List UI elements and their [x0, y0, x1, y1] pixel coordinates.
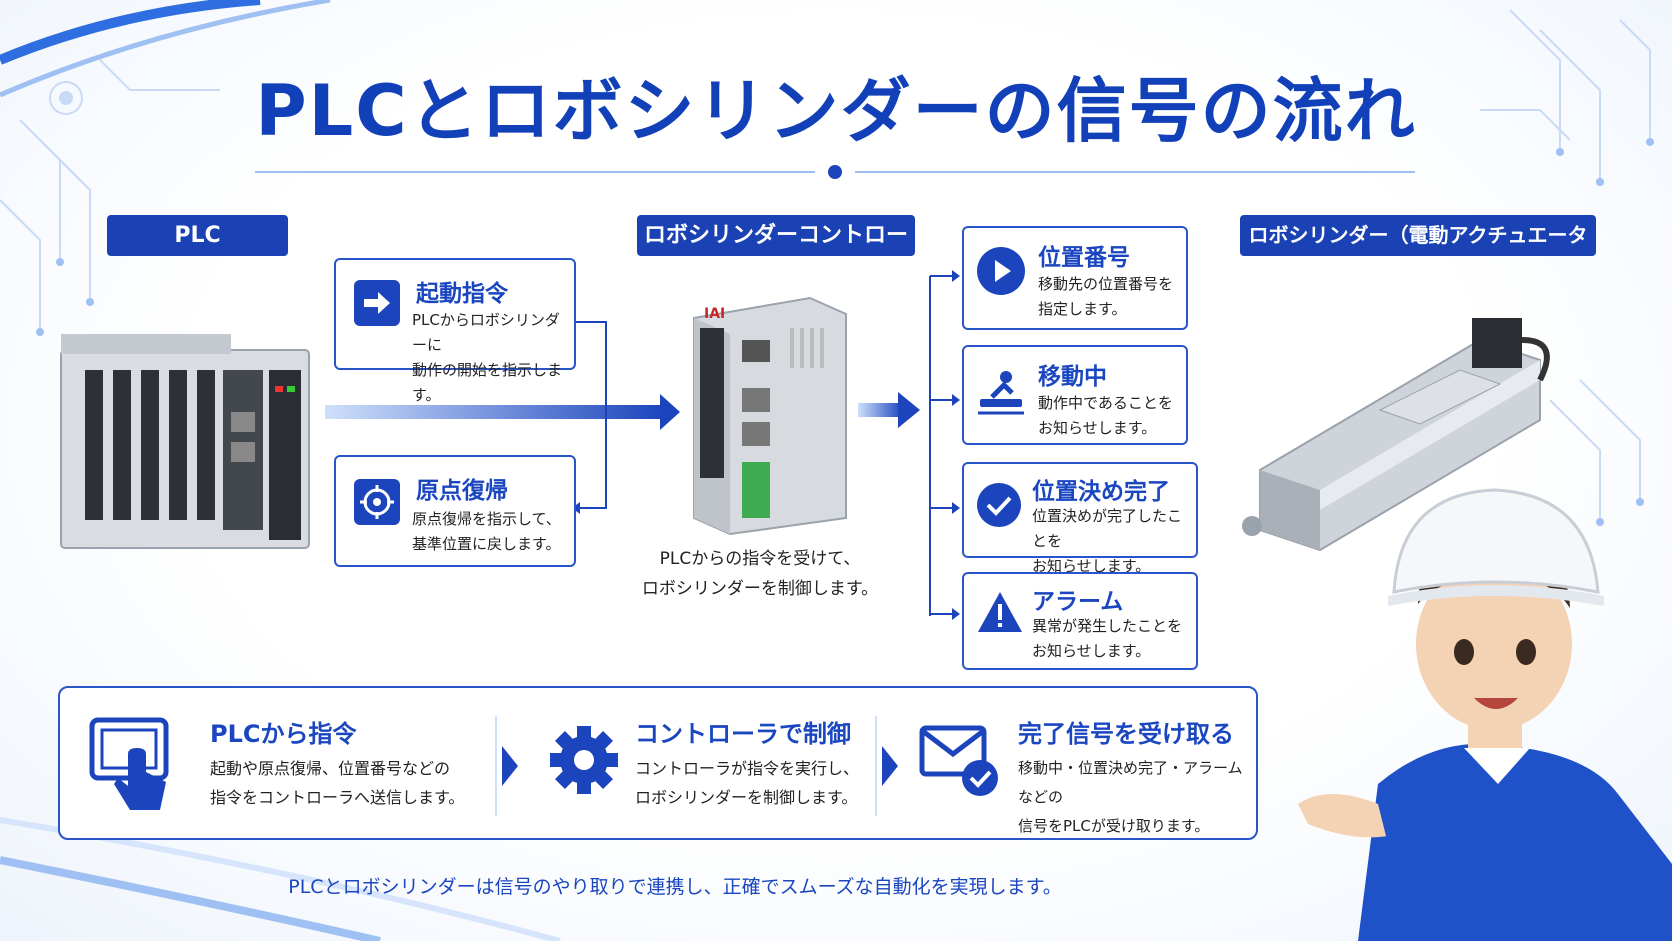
command-card-start: 起動指令 PLCからロボシリンダーに動作の開始を指示します。 [334, 258, 576, 404]
command-title: 原点復帰 [416, 478, 508, 504]
touch-screen-icon [89, 717, 169, 810]
arrow-right-icon [354, 280, 400, 326]
step-divider-arrow [495, 716, 518, 816]
step-desc: コントローラが指令を実行し、ロボシリンダーを制御します。 [635, 759, 860, 807]
worker-character-image [1298, 488, 1672, 941]
mail-check-icon [919, 725, 998, 796]
signal-desc: 移動先の位置番号を指定します。 [1038, 275, 1174, 318]
step-divider-arrow [875, 716, 898, 816]
moving-icon [978, 371, 1024, 415]
gear-icon [550, 726, 618, 794]
step-title: 完了信号を受け取る [1018, 720, 1234, 748]
command-desc: 原点復帰を指示して、基準位置に戻します。 [412, 510, 561, 553]
command-card-home: 原点復帰 原点復帰を指示して、基準位置に戻します。 [334, 455, 576, 567]
signal-desc: 動作中であることをお知らせします。 [1038, 394, 1173, 437]
step-desc: 起動や原点復帰、位置番号などの指令をコントローラへ送信します。 [210, 759, 465, 807]
signal-card-position: 位置番号 移動先の位置番号を指定します。 [962, 226, 1188, 330]
step-title: コントローラで制御 [635, 720, 851, 748]
command-title: 起動指令 [416, 281, 508, 307]
controller-brand-text: IAI [704, 306, 725, 322]
plc-label: PLC [107, 215, 288, 256]
page-title: PLCとロボシリンダーの信号の流れ [255, 70, 1417, 152]
footer-message: PLCとロボシリンダーは信号のやり取りで連携し、正確でスムーズな自動化を実現しま… [288, 876, 1062, 898]
controller-note: PLCからの指令を受けて、ロボシリンダーを制御します。 [641, 549, 879, 599]
step-desc: 移動中・位置決め完了・アラームなどの信号をPLCが受け取ります。 [1018, 759, 1243, 835]
play-icon [977, 247, 1025, 295]
crosshair-icon [354, 479, 400, 525]
signal-title: 位置番号 [1038, 245, 1130, 271]
controller-device-image: IAI [693, 296, 847, 536]
summary-panel: PLCから指令 起動や原点復帰、位置番号などの指令をコントローラへ送信します。 … [58, 686, 1258, 840]
signal-title: 位置決め完了 [1032, 479, 1170, 505]
signal-title: 移動中 [1038, 364, 1107, 390]
title-divider [255, 165, 1415, 179]
actuator-device-image [1242, 318, 1550, 552]
signal-desc: 位置決めが完了したことをお知らせします。 [1032, 507, 1183, 575]
controller-label: ロボシリンダーコントローラ [637, 215, 915, 289]
signal-card-complete: 位置決め完了 位置決めが完了したことをお知らせします。 [962, 462, 1198, 575]
signal-card-alarm: アラーム 異常が発生したことをお知らせします。 [962, 572, 1198, 670]
step-title: PLCから指令 [210, 720, 357, 748]
signal-card-moving: 移動中 動作中であることをお知らせします。 [962, 345, 1188, 445]
actuator-label: ロボシリンダー（電動アクチュエーター） [1240, 215, 1596, 288]
check-icon [977, 483, 1021, 527]
signal-desc: 異常が発生したことをお知らせします。 [1032, 617, 1183, 660]
plc-device-image [60, 334, 310, 549]
command-desc: PLCからロボシリンダーに動作の開始を指示します。 [412, 311, 563, 404]
warning-icon [978, 592, 1022, 632]
signal-title: アラーム [1032, 589, 1124, 615]
